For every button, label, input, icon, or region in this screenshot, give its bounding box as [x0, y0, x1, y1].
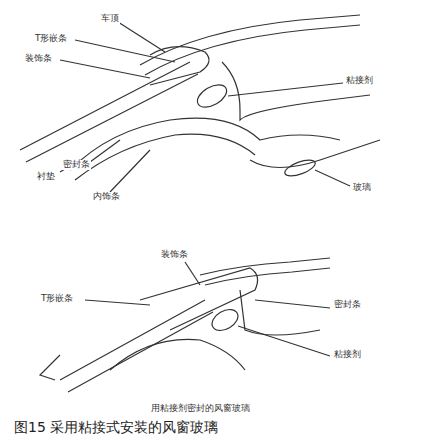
interior-trim [75, 134, 255, 180]
roof-panel [200, 258, 330, 275]
headliner [250, 140, 380, 168]
interior-trim [110, 339, 245, 370]
leader-line [255, 300, 330, 308]
trim-molding [140, 268, 258, 330]
part-label: 内饰条 [92, 192, 121, 202]
part-label: 密封条 [333, 300, 362, 310]
part-label: 粘接剂 [333, 350, 362, 360]
part-label: 玻璃 [352, 183, 372, 193]
adhesive-bead [208, 305, 241, 335]
roof-panel [205, 268, 330, 285]
roof-flange [222, 62, 370, 120]
leader-line [228, 83, 343, 96]
sub-caption: 用粘接剂密封的风窗玻璃 [150, 404, 251, 414]
leader-line [315, 170, 350, 186]
leader-line [60, 60, 150, 78]
leader-line [75, 40, 175, 62]
leader-line [90, 140, 120, 162]
adhesive-bead [194, 80, 231, 112]
clip [283, 157, 317, 179]
part-label: 衬垫 [36, 172, 56, 182]
top-figure [20, 15, 380, 192]
roof-panel [145, 25, 360, 75]
roof-panel [140, 15, 360, 65]
leader-line [185, 262, 200, 285]
glass [26, 74, 198, 162]
leader-line [118, 22, 165, 52]
flange [240, 290, 320, 335]
part-label: 密封条 [62, 160, 91, 170]
part-label: T形嵌条 [34, 34, 69, 44]
part-label: T形嵌条 [40, 294, 75, 304]
leader-line [85, 300, 150, 305]
part-label: 装饰条 [160, 250, 189, 260]
leader-line [110, 150, 150, 192]
bottom-figure [40, 258, 330, 392]
figure-caption: 图15 采用粘接式安装的风窗玻璃 [0, 419, 433, 437]
leader-line [238, 326, 330, 356]
glass [68, 312, 213, 392]
trim-molding [150, 47, 209, 85]
part-label: 粘接剂 [345, 76, 374, 86]
part-label: 车顶 [100, 14, 120, 24]
clip [40, 355, 60, 380]
part-label: 装饰条 [24, 54, 53, 64]
